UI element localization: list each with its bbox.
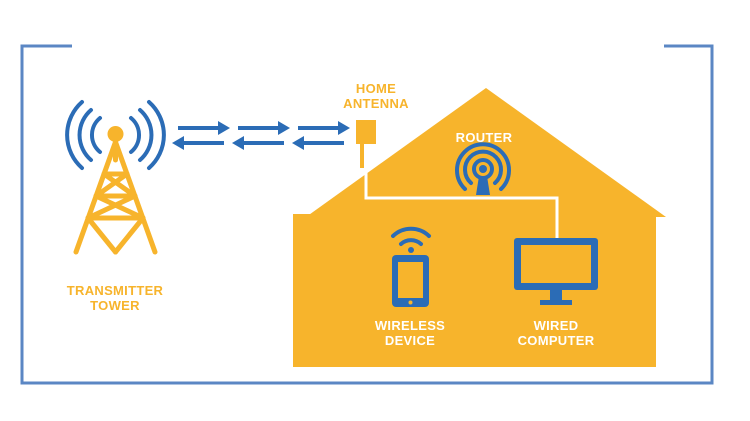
wired-computer-label: WIRED COMPUTER — [517, 318, 595, 348]
frame-left-segment — [20, 44, 714, 385]
transmitter-tower-icon — [65, 100, 166, 255]
monitor-icon — [514, 238, 598, 305]
wireless-device-label: WIRELESS DEVICE — [374, 318, 446, 348]
tablet-icon — [391, 226, 431, 307]
home-antenna-label: HOME ANTENNA — [343, 81, 409, 111]
arrow-pair-3 — [292, 121, 350, 150]
router-icon — [455, 142, 511, 195]
transmitter-tower-label: TRANSMITTER TOWER — [66, 283, 164, 313]
arrow-pair-1 — [172, 121, 230, 150]
frame — [20, 44, 714, 385]
arrow-pair-2 — [232, 121, 290, 150]
home-antenna-icon — [356, 120, 376, 168]
wiring — [364, 168, 559, 238]
house-body — [293, 214, 656, 367]
router-label: ROUTER — [455, 130, 513, 145]
bidirectional-arrows-icon — [172, 121, 350, 150]
